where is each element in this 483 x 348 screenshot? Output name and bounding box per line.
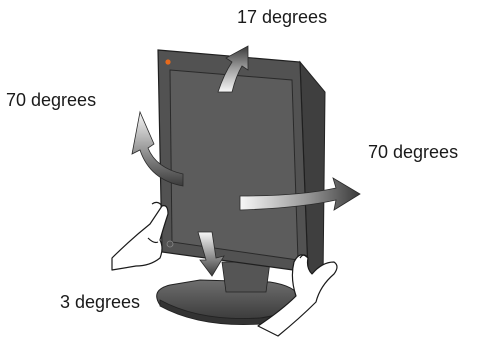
monitor-body xyxy=(157,49,326,281)
swivel-left-label: 70 degrees xyxy=(6,90,97,110)
power-led-icon xyxy=(165,59,171,65)
left-hand-icon xyxy=(111,201,169,271)
right-hand-icon xyxy=(257,254,338,337)
tilt-up-label: 17 degrees xyxy=(237,7,328,27)
sensor-icon xyxy=(166,240,174,248)
monitor-stand xyxy=(156,261,301,325)
swivel-right-label: 70 degrees xyxy=(368,142,459,162)
tilt-down-label: 3 degrees xyxy=(60,292,141,312)
monitor-screen xyxy=(169,69,299,261)
tilt-down-arrow-icon xyxy=(197,231,225,277)
swivel-right-arrow-icon xyxy=(239,177,361,211)
tilt-up-arrow-icon xyxy=(217,45,249,93)
swivel-left-arrow-icon xyxy=(131,110,184,187)
